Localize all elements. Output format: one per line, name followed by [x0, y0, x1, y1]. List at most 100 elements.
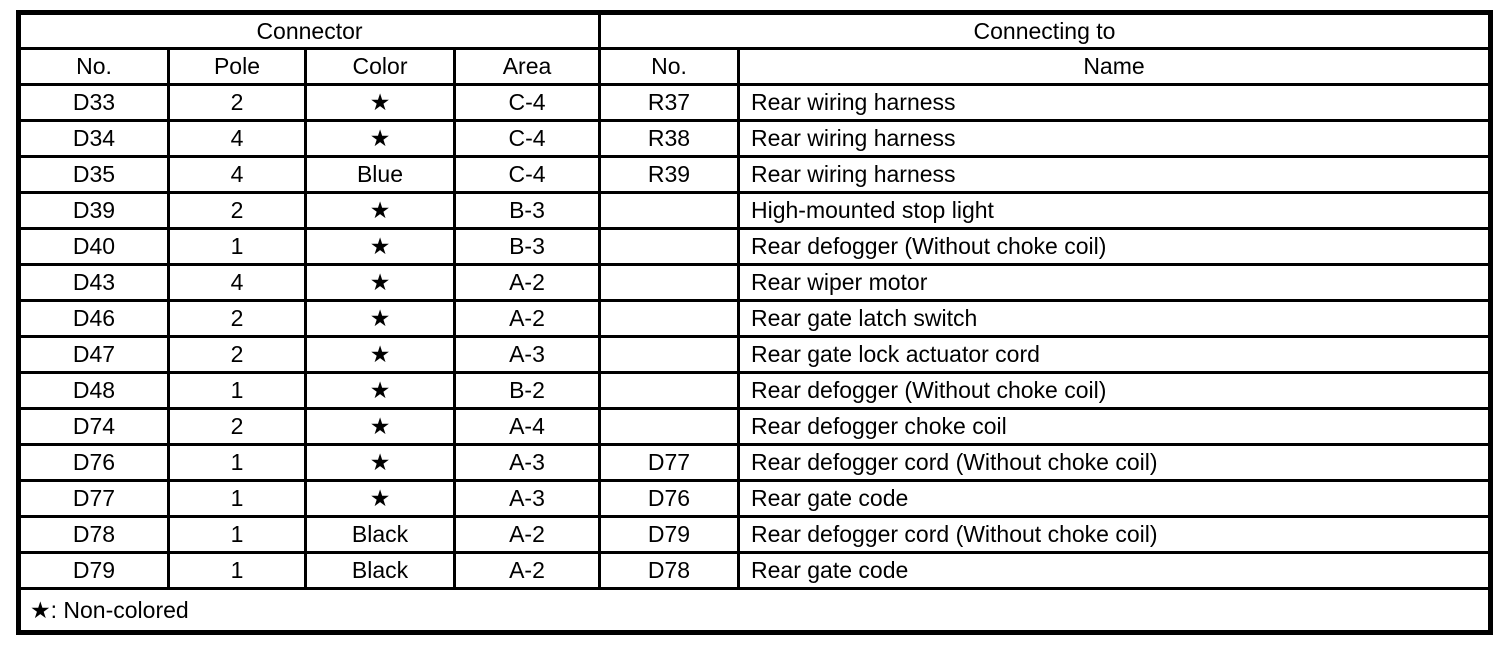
pole-cell: 1: [167, 371, 307, 410]
pole-cell: 4: [167, 155, 307, 194]
connecting-no-cell: R39: [598, 155, 740, 194]
connector-no-cell: D48: [17, 371, 170, 410]
connecting-no-cell: [598, 407, 740, 446]
table-row: D78 1 Black A-2 D79 Rear defogger cord (…: [17, 515, 1492, 554]
connecting-no-cell: D79: [598, 515, 740, 554]
footnote-text: ★: Non-colored: [17, 587, 1492, 634]
area-cell: A-2: [453, 551, 601, 590]
area-cell: A-4: [453, 407, 601, 446]
connector-table-container: Connector Connecting to No. Pole Color A…: [16, 10, 1493, 635]
connecting-no-cell: D78: [598, 551, 740, 590]
name-cell: Rear wiper motor: [737, 263, 1492, 302]
table-row: D34 4 ★ C-4 R38 Rear wiring harness: [17, 119, 1492, 158]
name-cell: High-mounted stop light: [737, 191, 1492, 230]
pole-cell: 2: [167, 299, 307, 338]
area-cell: C-4: [453, 155, 601, 194]
pole-cell: 4: [167, 119, 307, 158]
table-row: D33 2 ★ C-4 R37 Rear wiring harness: [17, 83, 1492, 122]
connector-no-cell: D76: [17, 443, 170, 482]
name-cell: Rear defogger cord (Without choke coil): [737, 515, 1492, 554]
color-cell: ★: [304, 83, 456, 122]
table-body: D33 2 ★ C-4 R37 Rear wiring harness D34 …: [17, 83, 1492, 590]
connecting-no-cell: [598, 299, 740, 338]
name-cell: Rear defogger (Without choke coil): [737, 227, 1492, 266]
pole-cell: 2: [167, 83, 307, 122]
col-header-pole: Pole: [167, 47, 307, 86]
connecting-no-cell: [598, 191, 740, 230]
table-row: D47 2 ★ A-3 Rear gate lock actuator cord: [17, 335, 1492, 374]
color-cell: ★: [304, 407, 456, 446]
color-cell: ★: [304, 119, 456, 158]
table-row: D76 1 ★ A-3 D77 Rear defogger cord (With…: [17, 443, 1492, 482]
color-cell: Black: [304, 551, 456, 590]
connector-no-cell: D47: [17, 335, 170, 374]
area-cell: A-2: [453, 263, 601, 302]
connector-no-cell: D78: [17, 515, 170, 554]
table-row: D40 1 ★ B-3 Rear defogger (Without choke…: [17, 227, 1492, 266]
connector-no-cell: D77: [17, 479, 170, 518]
pole-cell: 1: [167, 227, 307, 266]
connector-no-cell: D43: [17, 263, 170, 302]
area-cell: A-2: [453, 299, 601, 338]
connector-no-cell: D46: [17, 299, 170, 338]
name-cell: Rear gate code: [737, 551, 1492, 590]
connector-no-cell: D79: [17, 551, 170, 590]
name-cell: Rear wiring harness: [737, 155, 1492, 194]
color-cell: ★: [304, 371, 456, 410]
color-cell: ★: [304, 299, 456, 338]
connector-no-cell: D33: [17, 83, 170, 122]
color-cell: ★: [304, 227, 456, 266]
pole-cell: 2: [167, 407, 307, 446]
group-header-row: Connector Connecting to: [17, 11, 1492, 50]
connecting-no-cell: D76: [598, 479, 740, 518]
group-header-connecting-to: Connecting to: [598, 11, 1492, 50]
name-cell: Rear gate latch switch: [737, 299, 1492, 338]
pole-cell: 2: [167, 335, 307, 374]
color-cell: ★: [304, 443, 456, 482]
pole-cell: 4: [167, 263, 307, 302]
area-cell: C-4: [453, 83, 601, 122]
area-cell: B-3: [453, 191, 601, 230]
name-cell: Rear defogger (Without choke coil): [737, 371, 1492, 410]
col-header-name: Name: [737, 47, 1492, 86]
pole-cell: 2: [167, 191, 307, 230]
area-cell: A-3: [453, 443, 601, 482]
col-header-area: Area: [453, 47, 601, 86]
color-cell: ★: [304, 479, 456, 518]
pole-cell: 1: [167, 551, 307, 590]
table-row: D77 1 ★ A-3 D76 Rear gate code: [17, 479, 1492, 518]
pole-cell: 1: [167, 443, 307, 482]
connector-no-cell: D39: [17, 191, 170, 230]
connecting-no-cell: [598, 371, 740, 410]
connector-no-cell: D35: [17, 155, 170, 194]
table-row: D35 4 Blue C-4 R39 Rear wiring harness: [17, 155, 1492, 194]
connector-no-cell: D40: [17, 227, 170, 266]
area-cell: B-2: [453, 371, 601, 410]
color-cell: ★: [304, 263, 456, 302]
connecting-no-cell: [598, 335, 740, 374]
table-row: D74 2 ★ A-4 Rear defogger choke coil: [17, 407, 1492, 446]
area-cell: B-3: [453, 227, 601, 266]
connector-no-cell: D74: [17, 407, 170, 446]
color-cell: Blue: [304, 155, 456, 194]
col-header-connecting-no: No.: [598, 47, 740, 86]
table-row: D43 4 ★ A-2 Rear wiper motor: [17, 263, 1492, 302]
name-cell: Rear gate code: [737, 479, 1492, 518]
color-cell: ★: [304, 191, 456, 230]
connecting-no-cell: [598, 263, 740, 302]
col-header-connector-no: No.: [17, 47, 170, 86]
connecting-no-cell: D77: [598, 443, 740, 482]
name-cell: Rear wiring harness: [737, 83, 1492, 122]
table-row: D79 1 Black A-2 D78 Rear gate code: [17, 551, 1492, 590]
name-cell: Rear wiring harness: [737, 119, 1492, 158]
table-row: D46 2 ★ A-2 Rear gate latch switch: [17, 299, 1492, 338]
pole-cell: 1: [167, 515, 307, 554]
area-cell: A-3: [453, 335, 601, 374]
pole-cell: 1: [167, 479, 307, 518]
connecting-no-cell: [598, 227, 740, 266]
column-header-row: No. Pole Color Area No. Name: [17, 47, 1492, 86]
area-cell: A-2: [453, 515, 601, 554]
connector-table: Connector Connecting to No. Pole Color A…: [16, 10, 1493, 635]
color-cell: ★: [304, 335, 456, 374]
col-header-color: Color: [304, 47, 456, 86]
